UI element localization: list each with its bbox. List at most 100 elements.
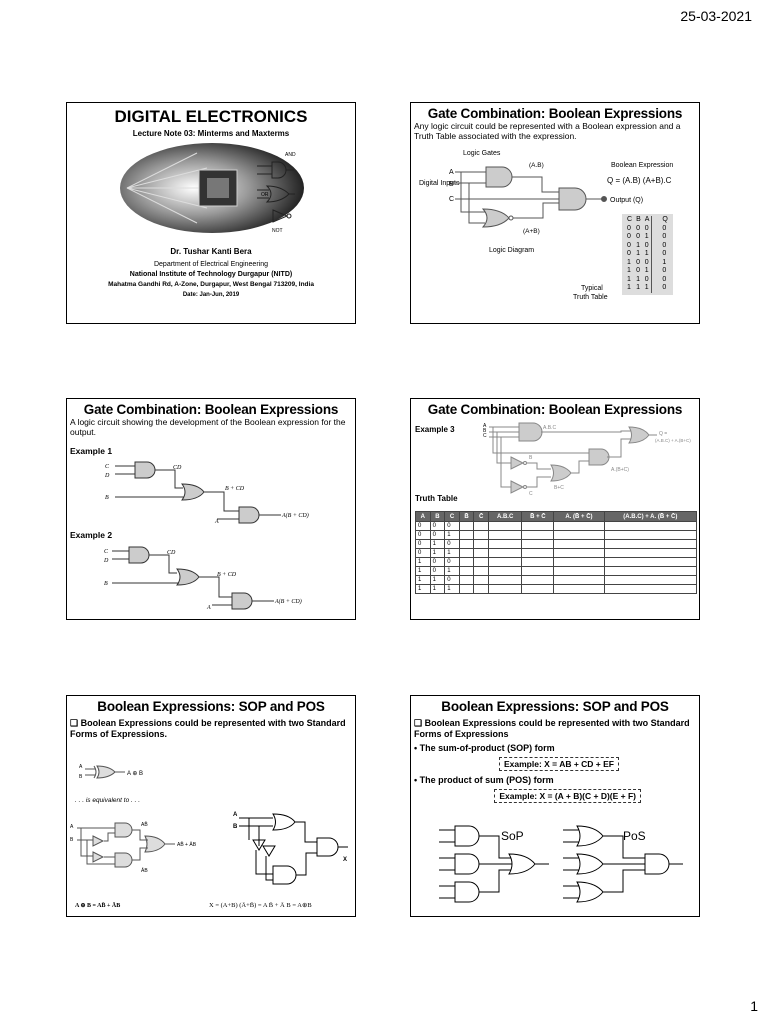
slide1-institute: National Institute of Technology Durgapu…	[67, 270, 355, 280]
slide3-text: A logic circuit showing the development …	[67, 417, 355, 437]
sop-pos-circuits: SoP PoS	[411, 818, 700, 917]
slide6-bullet-text: Boolean Expressions could be represented…	[414, 718, 690, 739]
tt-header: B	[634, 216, 643, 225]
tt-cell: 0	[634, 259, 643, 268]
tt-cell: 1	[445, 531, 460, 540]
tt-cell	[488, 576, 521, 585]
tt-cell: 0	[430, 558, 445, 567]
tt-row: 101	[416, 567, 697, 576]
ex1-c: C	[105, 464, 110, 470]
tt-cell	[474, 540, 489, 549]
tt-cell: 1	[416, 558, 431, 567]
xorc-abbar: AB̄	[141, 821, 148, 828]
tt-cell: 0	[445, 540, 460, 549]
ex3-bbar: B	[529, 455, 533, 461]
tt-cell: 0	[652, 242, 670, 251]
x-equation: X = (A+B) (Ā+B̄) = A B̄ + Ā B = A⊕B	[209, 902, 312, 909]
tt-cell: 0	[652, 225, 670, 234]
tt-cell	[554, 522, 604, 531]
sop-label: The sum-of-product (SOP) form	[420, 743, 555, 753]
tt-cell	[604, 540, 696, 549]
sop-line: • The sum-of-product (SOP) form	[411, 743, 699, 754]
slide6-title: Boolean Expressions: SOP and POS	[411, 699, 699, 714]
ex3-q-expr: (A.B.C) + A.(B+C)	[655, 438, 691, 443]
tt-cell	[459, 585, 474, 594]
tt-cell	[554, 576, 604, 585]
slide-sop-pos-2: Boolean Expressions: SOP and POS ❏ Boole…	[410, 695, 700, 917]
tt-header: C	[625, 216, 634, 225]
tt-cell	[488, 585, 521, 594]
tt-cell: 0	[445, 576, 460, 585]
tt-header: B	[430, 512, 445, 522]
ex3-bc: B+C	[554, 485, 564, 491]
tt-cell	[474, 585, 489, 594]
tt-cell	[488, 567, 521, 576]
tt-cell	[459, 567, 474, 576]
pos-text: PoS	[623, 829, 646, 843]
tt-cell: 1	[416, 576, 431, 585]
tt-cell	[488, 522, 521, 531]
tt-cell: 1	[416, 585, 431, 594]
example3-circuit: A B C A.B.C B C B+C A.(B+C) Q = (A.B.C) …	[411, 419, 700, 504]
tt-cell: 1	[430, 549, 445, 558]
tt-cell: 0	[634, 233, 643, 242]
gate-a: A	[233, 812, 238, 818]
slide-sop-pos-1: Boolean Expressions: SOP and POS ❏ Boole…	[66, 695, 356, 917]
tt-cell: 0	[643, 276, 652, 285]
tt-row: 000	[416, 522, 697, 531]
tt-row: 001	[416, 531, 697, 540]
tt-cell: 1	[625, 276, 634, 285]
tt-header: A	[643, 216, 652, 225]
ex2-c: C	[104, 549, 109, 555]
tt-cell	[474, 558, 489, 567]
tt-cell: 1	[625, 284, 634, 293]
pos-line: • The product of sum (POS) form	[411, 775, 699, 786]
xor-a: A	[79, 764, 83, 770]
tt-cell	[459, 558, 474, 567]
ex1-b-cd: B + CD	[225, 486, 245, 492]
xor-equation: A ⊕ B = AB̄ + ĀB	[75, 902, 120, 909]
ex2-output: A(B + CD)	[274, 598, 302, 605]
tt-row: 0110	[625, 250, 670, 259]
tt-cell	[604, 531, 696, 540]
tt-cell: 0	[652, 233, 670, 242]
tt-cell	[488, 540, 521, 549]
xorc-abarb: ĀB	[141, 867, 148, 874]
tt-cell	[488, 549, 521, 558]
example1-circuit: C D B A CD B + CD A(B + CD)	[67, 457, 356, 532]
tt-row: 1001	[625, 259, 670, 268]
tt-cell: 0	[416, 549, 431, 558]
page-date: 25-03-2021	[680, 8, 752, 24]
tt-cell	[522, 567, 554, 576]
tt-cell: 0	[625, 250, 634, 259]
tt-cell	[554, 585, 604, 594]
tt-row: 110	[416, 576, 697, 585]
tt-cell	[474, 522, 489, 531]
pos-example-wrap: Example: X = (A + B)(C + D)(E + F)	[411, 786, 699, 804]
xorc-out: AB̄ + ĀB	[177, 841, 197, 848]
tt-cell: 1	[430, 585, 445, 594]
checkbox-bullet-icon: ❏	[414, 718, 422, 728]
tt-header: A	[416, 512, 431, 522]
sop-text: SoP	[501, 829, 524, 843]
gate-b: B	[233, 824, 238, 830]
tt-row: 010	[416, 540, 697, 549]
tt-cell	[474, 567, 489, 576]
tt-row: 0100	[625, 242, 670, 251]
bool-expr-label: Boolean Expression	[611, 162, 673, 169]
tt-row: 100	[416, 558, 697, 567]
tt-cell	[522, 576, 554, 585]
tt-header: C	[445, 512, 460, 522]
tt-cell	[554, 549, 604, 558]
tt-cell: 0	[416, 522, 431, 531]
a-plus-b-label: (A+B)	[523, 228, 540, 235]
tt-cell: 0	[445, 558, 460, 567]
pos-label: The product of sum (POS) form	[420, 775, 554, 785]
tt-cell: 1	[643, 284, 652, 293]
tt-cell: 0	[430, 567, 445, 576]
tt-row: 0010	[625, 233, 670, 242]
